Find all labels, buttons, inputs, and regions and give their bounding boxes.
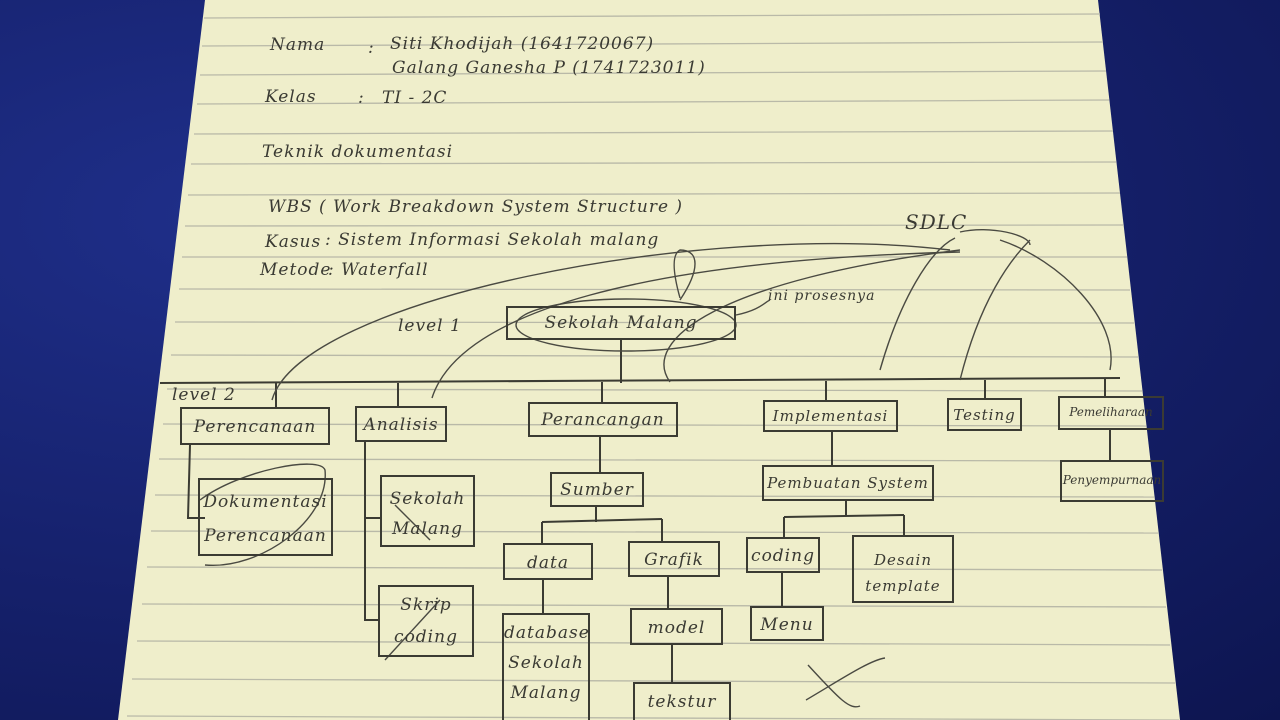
level1-label: level 1 (398, 316, 462, 336)
node-label: Penyempurnaan (1062, 473, 1162, 487)
node-line: Malang (510, 683, 582, 703)
annotation-curves (199, 229, 1112, 708)
node-label: data (527, 553, 569, 573)
phase-label: Pemeliharaan (1069, 405, 1153, 419)
kasus-value: : Sistem Informasi Sekolah malang (325, 230, 660, 250)
node-desain-template: Desain template (852, 535, 954, 603)
node-skrip-coding: Skrip coding (378, 585, 474, 657)
node-sumber: Sumber (550, 472, 644, 507)
node-penyempurnaan: Penyempurnaan (1060, 460, 1164, 502)
kelas-value: TI - 2C (382, 88, 448, 108)
node-dokumentasi-perencanaan: Dokumentasi Perencanaan (198, 478, 333, 556)
node-line: Perencanaan (204, 526, 327, 546)
node-data: data (503, 543, 593, 580)
node-line: Sekolah (389, 489, 466, 509)
level2-label: level 2 (172, 385, 236, 405)
node-line: database (504, 623, 590, 643)
node-label: Grafik (644, 550, 704, 570)
metode-label: Metode (260, 260, 332, 280)
phase-perencanaan: Perencanaan (180, 407, 330, 445)
node-tekstur: tekstur (633, 682, 731, 720)
node-line: coding (394, 627, 458, 647)
phase-pemeliharaan: Pemeliharaan (1058, 396, 1164, 430)
node-model: model (630, 608, 723, 645)
metode-value: : Waterfall (328, 260, 429, 280)
root-label: Sekolah Malang (544, 313, 698, 333)
phase-perancangan: Perancangan (528, 402, 678, 437)
node-line: Sekolah (508, 653, 584, 673)
node-pembuatan-system: Pembuatan System (762, 465, 934, 501)
nama-separator: : (368, 38, 375, 58)
nama-label: Nama (270, 35, 326, 55)
phase-testing: Testing (947, 398, 1022, 431)
phase-label: Implementasi (772, 407, 889, 425)
node-label: Pembuatan System (767, 474, 929, 492)
node-line: Dokumentasi (203, 492, 328, 512)
node-label: Desain template (865, 551, 941, 595)
node-database: database Sekolah Malang (502, 613, 590, 720)
kelas-separator: : (358, 88, 365, 108)
node-coding: coding (746, 537, 820, 573)
node-grafik: Grafik (628, 541, 720, 577)
student-name-1: Siti Khodijah (1641720067) (390, 34, 655, 54)
node-label: coding (751, 546, 815, 566)
node-sekolah-malang: Sekolah Malang (380, 475, 475, 547)
phase-label: Perancangan (541, 410, 665, 430)
node-label: Menu (760, 615, 814, 635)
node-label: Sumber (560, 480, 634, 500)
kasus-label: Kasus (265, 232, 322, 252)
phase-label: Analisis (363, 415, 439, 435)
topic: Teknik dokumentasi (262, 142, 454, 162)
node-label: tekstur (647, 692, 717, 712)
wbs-title: WBS ( Work Breakdown System Structure ) (268, 197, 684, 217)
node-label: model (647, 618, 706, 638)
node-menu: Menu (750, 606, 824, 641)
phase-implementasi: Implementasi (763, 400, 898, 432)
phase-label: Testing (953, 406, 1016, 424)
wbs-root-node: Sekolah Malang (506, 306, 736, 340)
node-line: Malang (392, 519, 463, 539)
node-line: Skrip (400, 595, 452, 615)
phase-label: Perencanaan (193, 417, 317, 437)
phase-analisis: Analisis (355, 406, 447, 442)
kelas-label: Kelas (265, 87, 317, 107)
ruled-lines (126, 13, 1180, 720)
sdlc-label: SDLC (905, 210, 968, 234)
student-name-2: Galang Ganesha P (1741723011) (392, 58, 706, 78)
root-note: ini prosesnya (768, 288, 876, 304)
